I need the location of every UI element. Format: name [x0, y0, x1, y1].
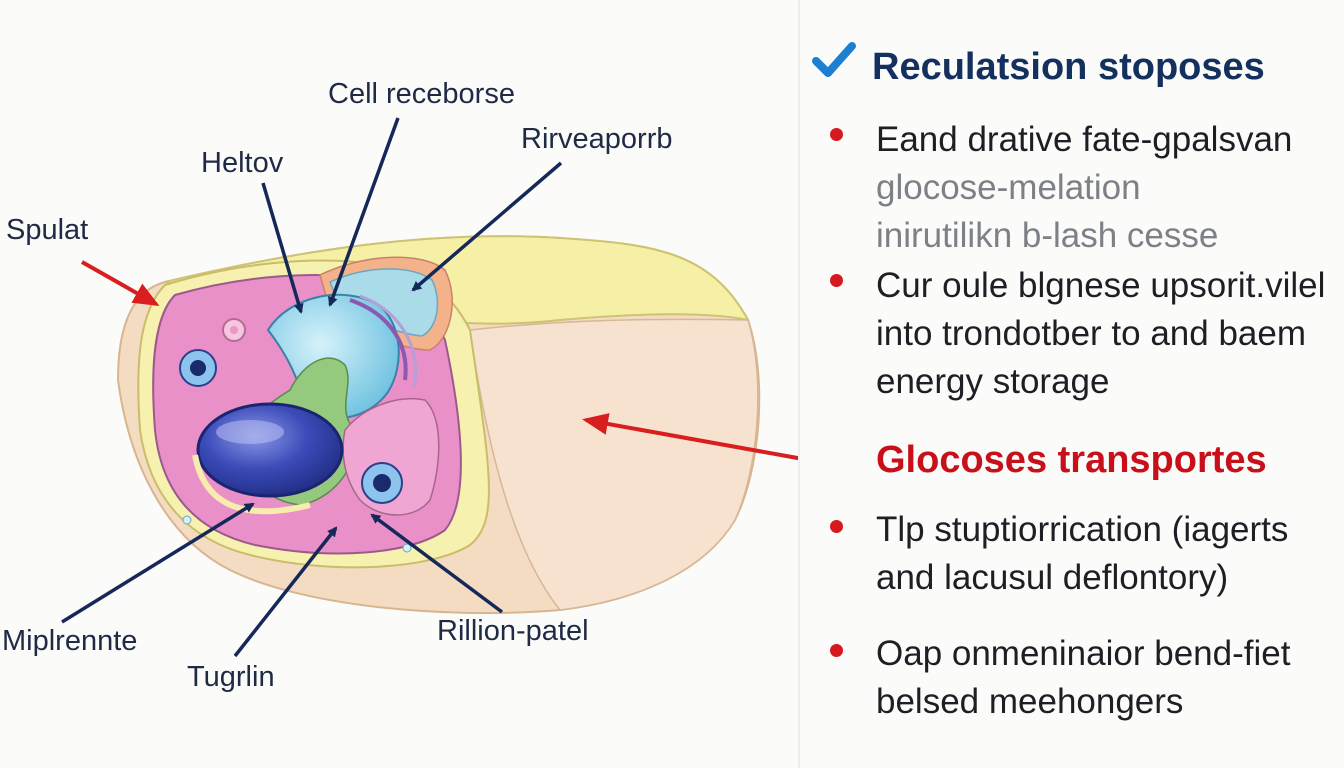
bullet-line-faded: glocose-melation: [876, 168, 1141, 207]
bullet-line: energy storage: [876, 362, 1110, 401]
bullet-item: Oap onmeninaior bend-fiet belsed meehong…: [830, 630, 1291, 726]
bullet-dot: [830, 520, 843, 533]
label-rillion-patel: Rillion-patel: [437, 615, 589, 647]
label-heltov: Heltov: [201, 147, 284, 179]
bullet-line: Cur oule blgnese upsorit.vilel: [876, 266, 1326, 305]
label-miplrennte: Miplrennte: [2, 625, 138, 657]
bullet-dot: [830, 128, 843, 141]
arrow-spulat: [81, 260, 160, 306]
bullet-line: Oap onmeninaior bend-fiet: [876, 634, 1291, 673]
bullet-dot: [830, 274, 843, 287]
arrow-heltov: [261, 182, 304, 314]
checkmark-icon: [812, 42, 856, 77]
arrow-tugrlin: [233, 526, 338, 658]
arrow-cell-receborse: [328, 117, 400, 307]
cell-side-face: [469, 318, 759, 611]
section-heading-transport: Glocoses transportes: [876, 439, 1267, 481]
bullet-item: Eand drative fate-gpalsvan glocose-melat…: [830, 116, 1293, 260]
label-tugrlin: Tugrlin: [187, 661, 275, 693]
cell-diagram: [61, 117, 800, 658]
bullet-line: belsed meehongers: [876, 682, 1184, 721]
label-rirveaporrb: Rirveaporrb: [521, 123, 673, 155]
bullet-line: Tlp stuptiorrication (iagerts: [876, 510, 1289, 549]
arrow-miplrennte: [61, 502, 255, 624]
arrow-rillion-patel: [370, 513, 504, 614]
bullet-dot: [830, 644, 843, 657]
nucleus: [196, 402, 344, 498]
bullet-line: and lacusul deflontory): [876, 558, 1229, 597]
bullet-line: Eand drative fate-gpalsvan: [876, 120, 1293, 159]
bullet-line: into trondotber to and baem: [876, 314, 1307, 353]
label-cell-receborse: Cell receborse: [328, 78, 515, 110]
bullet-line-faded: inirutilikn b-lash cesse: [876, 216, 1219, 255]
section-heading-regulation: Reculatsion stoposes: [872, 46, 1265, 88]
arrow-rirveaporrb: [411, 161, 563, 292]
bullet-item: Tlp stuptiorrication (iagerts and lacusu…: [830, 506, 1289, 602]
panel-divider: [798, 0, 800, 768]
info-panel: Reculatsion stoposes Eand drative fate-g…: [810, 0, 1344, 768]
bullet-item: Cur oule blgnese upsorit.vilel into tron…: [830, 262, 1326, 406]
label-spulat: Spulat: [6, 214, 89, 246]
